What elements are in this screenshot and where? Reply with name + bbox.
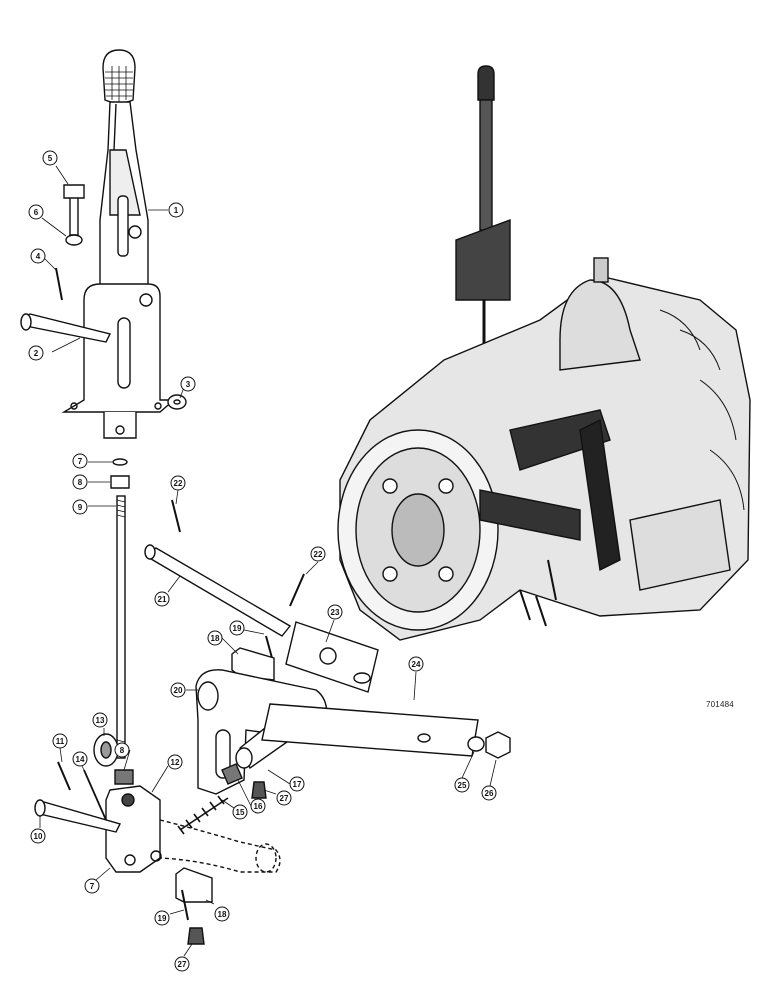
svg-text:19: 19 xyxy=(158,914,167,923)
cross-shaft xyxy=(144,547,292,637)
callout-27-upper: 27 xyxy=(276,790,292,806)
svg-text:27: 27 xyxy=(280,794,289,803)
callout-26: 26 xyxy=(481,785,497,801)
callout-2: 2 xyxy=(28,345,44,361)
svg-text:12: 12 xyxy=(171,758,180,767)
cotter-pin-22a xyxy=(171,499,181,533)
control-link xyxy=(261,703,479,757)
svg-text:9: 9 xyxy=(78,503,83,512)
svg-text:17: 17 xyxy=(293,780,302,789)
svg-text:16: 16 xyxy=(254,802,263,811)
cross-shaft-assembly xyxy=(144,499,511,799)
callout-16: 16 xyxy=(250,798,266,814)
callout-5: 5 xyxy=(42,150,58,166)
pivot-pin-upper xyxy=(231,647,275,681)
transmission-assembly xyxy=(337,65,751,641)
callout-25: 25 xyxy=(454,777,470,793)
callout-8-lower: 8 xyxy=(114,742,130,758)
pivot-pin xyxy=(175,867,213,903)
svg-text:10: 10 xyxy=(34,832,43,841)
bolt xyxy=(63,184,85,236)
svg-text:22: 22 xyxy=(174,479,183,488)
svg-text:7: 7 xyxy=(78,457,83,466)
svg-text:21: 21 xyxy=(158,595,167,604)
svg-text:20: 20 xyxy=(174,686,183,695)
callout-11: 11 xyxy=(52,733,68,749)
svg-text:27: 27 xyxy=(178,960,187,969)
callout-18-upper: 18 xyxy=(207,630,223,646)
callout-23: 23 xyxy=(327,604,343,620)
callout-13: 13 xyxy=(92,712,108,728)
svg-text:11: 11 xyxy=(56,737,65,746)
spring xyxy=(177,795,229,835)
washer-25 xyxy=(467,736,485,752)
svg-text:25: 25 xyxy=(458,781,467,790)
figure-number: 701484 xyxy=(706,700,734,709)
callout-12: 12 xyxy=(167,754,183,770)
callout-27-lower: 27 xyxy=(174,956,190,972)
svg-text:5: 5 xyxy=(48,154,53,163)
svg-text:19: 19 xyxy=(233,624,242,633)
cotter-pin-lower xyxy=(57,761,71,791)
callout-3: 3 xyxy=(180,376,196,392)
svg-text:23: 23 xyxy=(331,608,340,617)
svg-text:24: 24 xyxy=(412,660,421,669)
nut-26 xyxy=(485,731,511,759)
svg-text:13: 13 xyxy=(96,716,105,725)
svg-text:3: 3 xyxy=(186,380,191,389)
nut xyxy=(221,763,243,785)
callout-6: 6 xyxy=(28,204,44,220)
svg-text:15: 15 xyxy=(236,808,245,817)
callout-21: 21 xyxy=(154,591,170,607)
svg-text:2: 2 xyxy=(34,349,39,358)
cotter-pin-22b xyxy=(289,573,305,607)
clevis-assembly xyxy=(34,733,281,945)
callout-14: 14 xyxy=(72,751,88,767)
jam-nut xyxy=(110,475,130,489)
callout-18-lower: 18 xyxy=(214,906,230,922)
svg-text:8: 8 xyxy=(78,478,83,487)
transmission-lever xyxy=(477,65,495,101)
callout-7-upper: 7 xyxy=(72,453,88,469)
svg-text:7: 7 xyxy=(90,882,95,891)
spring-pin xyxy=(83,769,107,821)
svg-text:8: 8 xyxy=(120,746,125,755)
svg-text:26: 26 xyxy=(485,789,494,798)
callout-8-upper: 8 xyxy=(72,474,88,490)
clip xyxy=(112,458,128,466)
cotter-pin-lower-2 xyxy=(181,889,189,921)
grease-fitting xyxy=(251,781,267,799)
svg-text:4: 4 xyxy=(36,252,41,261)
callout-9: 9 xyxy=(72,499,88,515)
svg-text:6: 6 xyxy=(34,208,39,217)
callout-7-lower: 7 xyxy=(84,878,100,894)
callout-4: 4 xyxy=(30,248,46,264)
svg-text:22: 22 xyxy=(314,550,323,559)
callout-20: 20 xyxy=(170,682,186,698)
leader-lines xyxy=(39,165,497,957)
jam-nut-lower xyxy=(114,769,134,785)
grease-fitting-lower xyxy=(187,927,205,945)
callout-17: 17 xyxy=(289,776,305,792)
callout-1: 1 xyxy=(168,202,184,218)
svg-text:18: 18 xyxy=(211,634,220,643)
lock-washer xyxy=(65,234,83,246)
svg-text:1: 1 xyxy=(174,206,179,215)
callout-15: 15 xyxy=(232,804,248,820)
shift-lever-assembly xyxy=(20,49,187,759)
callouts: 1 2 3 4 5 6 7 8 xyxy=(28,150,497,972)
cotter-pin xyxy=(55,267,63,301)
callout-19-upper: 19 xyxy=(229,620,245,636)
callout-19-lower: 19 xyxy=(154,910,170,926)
cotter-pin-19 xyxy=(265,635,273,659)
callout-22-left: 22 xyxy=(170,475,186,491)
flat-washer xyxy=(167,394,187,410)
svg-text:18: 18 xyxy=(218,910,227,919)
callout-10: 10 xyxy=(30,828,46,844)
svg-text:14: 14 xyxy=(76,755,85,764)
callout-24: 24 xyxy=(408,656,424,672)
shift-rod xyxy=(116,495,126,759)
callout-22-right: 22 xyxy=(310,546,326,562)
